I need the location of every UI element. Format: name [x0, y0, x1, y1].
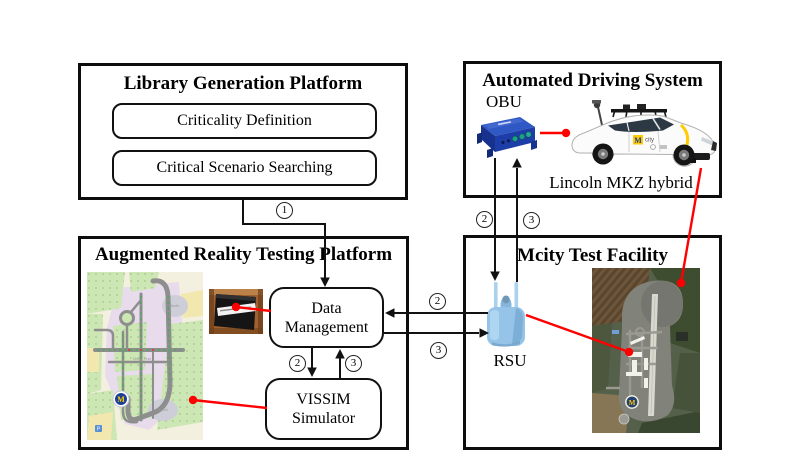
vissim-simulator-box: VISSIM Simulator [265, 378, 382, 440]
svg-text:city: city [645, 138, 654, 144]
svg-text:M: M [117, 395, 125, 404]
criticality-definition-label: Criticality Definition [177, 112, 312, 129]
art-platform-title: Augmented Reality Testing Platform [94, 244, 393, 265]
ads-title: Automated Driving System [482, 70, 703, 91]
flow-digit: 2 [294, 357, 301, 369]
automated-driving-system-box: Automated Driving System OBU Lincoln MKZ… [463, 61, 722, 198]
mcity-title: Mcity Test Facility [517, 245, 668, 266]
flow-label-3-rsu-obu: 3 [523, 212, 540, 229]
mcity-test-facility-box: Mcity Test Facility RSU [463, 235, 722, 450]
data-management-label: Data Management [284, 299, 369, 336]
mcity-aerial-photo: M [592, 268, 700, 433]
flow-label-3-dm-rsu: 3 [430, 342, 447, 359]
rsu-device-illustration [487, 282, 525, 347]
flow-digit: 2 [434, 295, 441, 307]
svg-text:M: M [629, 399, 636, 407]
library-platform-title: Library Generation Platform [123, 73, 363, 94]
flow-label-2-dm-vissim: 2 [289, 355, 306, 372]
car-label: Lincoln MKZ hybrid [549, 173, 693, 192]
critical-scenario-searching-box: Critical Scenario Searching [112, 150, 377, 186]
flow-digit: 3 [528, 214, 535, 226]
flow-label-3-vissim-dm: 3 [345, 355, 362, 372]
control-computer-photo [209, 289, 263, 334]
flow-label-1: 1 [276, 202, 293, 219]
flow-digit: 2 [481, 213, 488, 225]
flow-label-2-obu-rsu: 2 [476, 211, 493, 228]
svg-text:North: North [171, 304, 180, 308]
flow-digit: 3 [350, 357, 357, 369]
flow-digit: 3 [435, 344, 442, 356]
mcity-vissim-map-image: M P Mcity Test North South [87, 272, 203, 440]
test-vehicle-photo: M city [571, 100, 717, 167]
data-management-box: Data Management [269, 287, 384, 348]
obu-device-photo [477, 117, 537, 158]
svg-text:P: P [97, 427, 101, 433]
rsu-label: RSU [493, 351, 527, 370]
svg-text:Mcity Test: Mcity Test [133, 356, 152, 361]
obu-label: OBU [486, 92, 522, 111]
svg-text:M: M [634, 136, 642, 145]
critical-scenario-searching-label: Critical Scenario Searching [156, 159, 333, 176]
flow-digit: 1 [281, 204, 288, 216]
svg-text:South: South [158, 408, 167, 412]
library-generation-platform-box: Library Generation Platform Criticality … [78, 63, 408, 200]
criticality-definition-box: Criticality Definition [112, 103, 377, 139]
flow-label-2-rsu-dm: 2 [429, 293, 446, 310]
augmented-reality-testing-platform-box: Augmented Reality Testing Platform [78, 236, 409, 450]
vissim-simulator-label: VISSIM Simulator [291, 391, 356, 427]
